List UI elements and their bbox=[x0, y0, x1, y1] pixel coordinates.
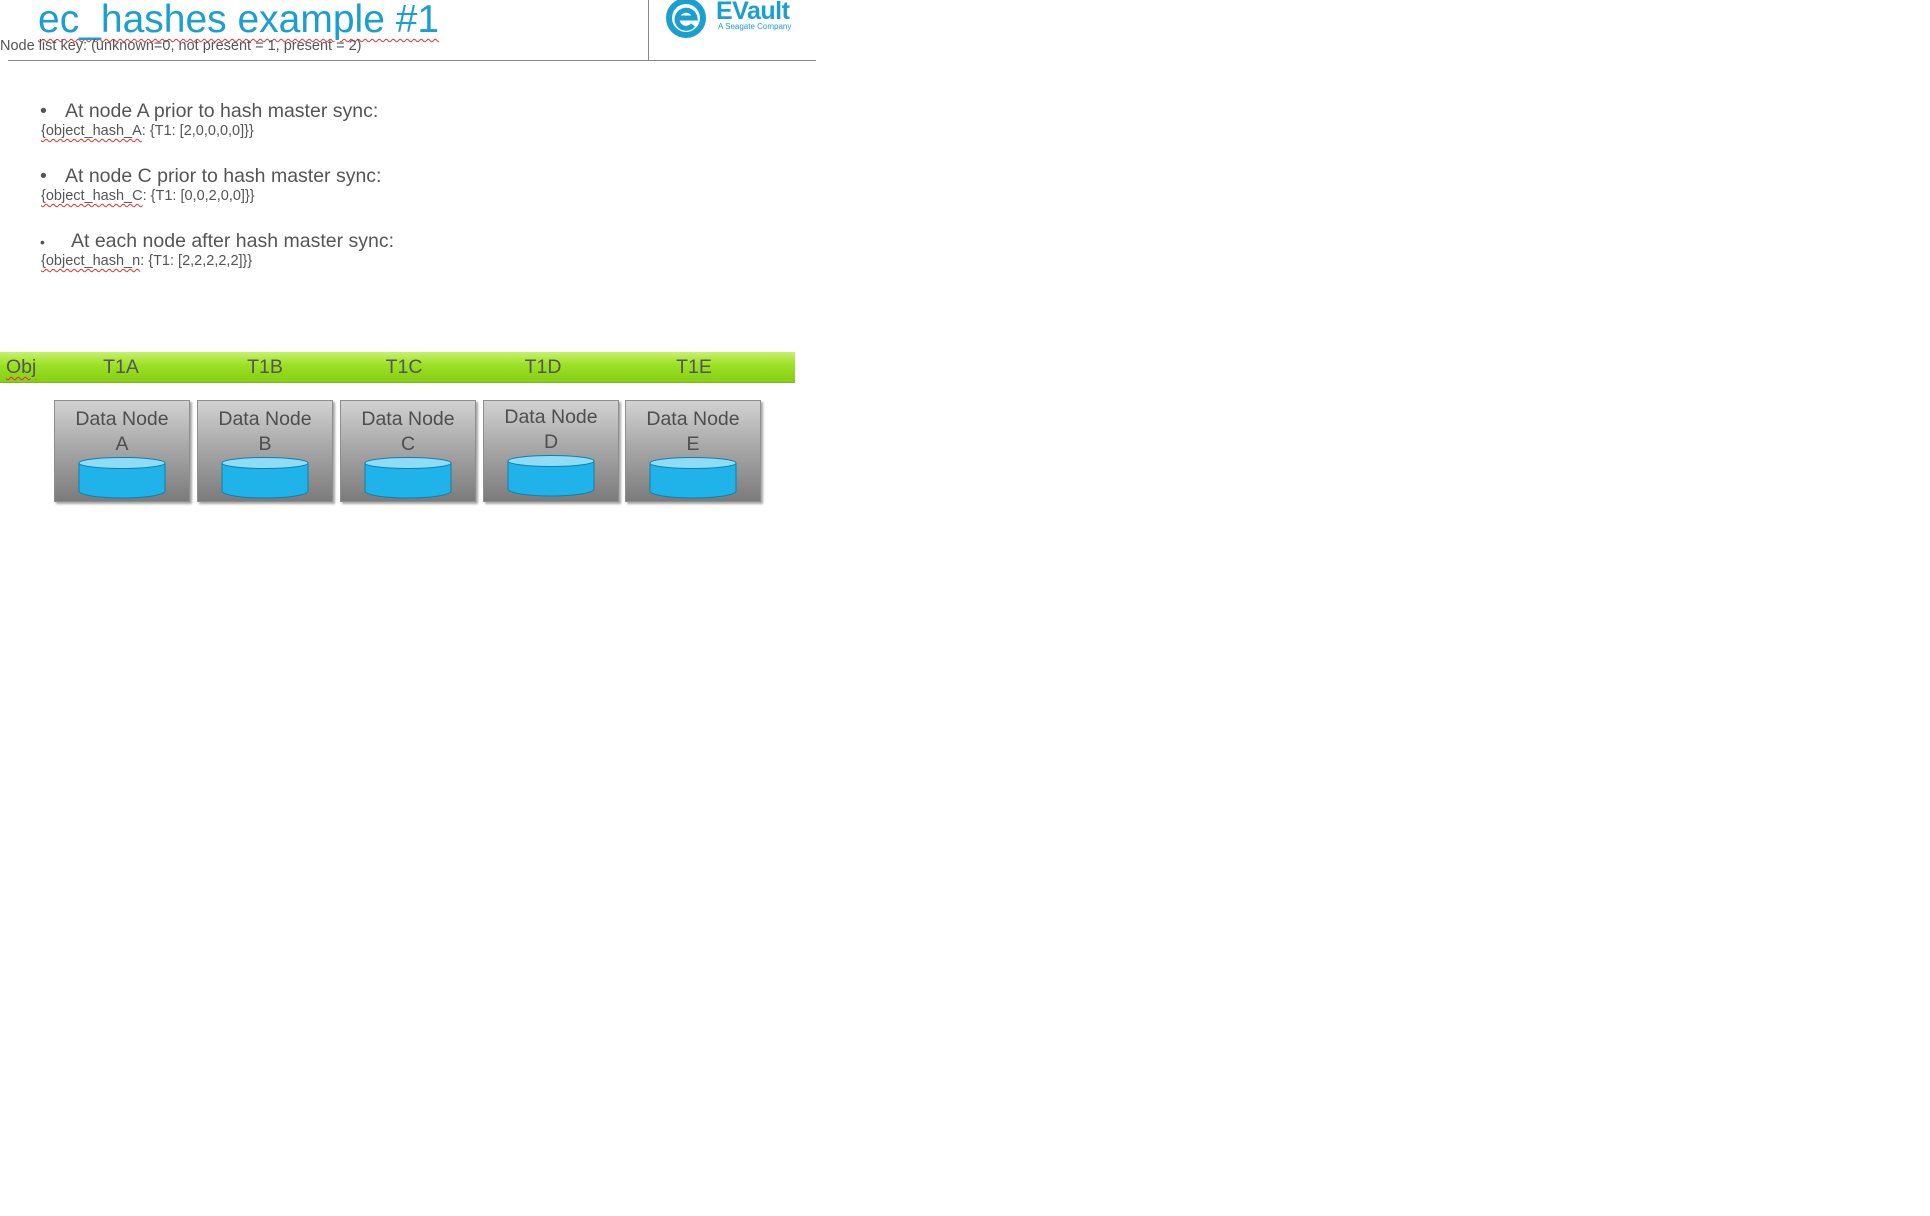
node-label: Data Node E bbox=[646, 408, 740, 455]
disk-icon bbox=[364, 457, 452, 499]
node-list-key: Node list key: (unknown=0, not present =… bbox=[0, 38, 362, 54]
node-label: Data Node D bbox=[504, 406, 598, 453]
bullet-text: At each node after hash master sync: bbox=[71, 230, 395, 252]
node-label: Data Node B bbox=[218, 408, 312, 455]
slide-title: ec_hashes example #1 bbox=[38, 0, 440, 41]
data-node-c: Data Node C bbox=[340, 400, 476, 502]
data-node-a: Data Node A bbox=[54, 400, 190, 502]
data-node-e: Data Node E bbox=[625, 400, 761, 502]
disk-icon bbox=[221, 457, 309, 499]
object-bar: Obj T1A T1B T1C T1D T1E bbox=[0, 352, 795, 383]
bullet-marker: • bbox=[40, 165, 47, 187]
object-label: Obj bbox=[6, 356, 37, 378]
disk-icon bbox=[507, 455, 595, 497]
hash-value: : {T1: [0,0,2,0,0]}} bbox=[142, 188, 255, 204]
disk-icon bbox=[649, 457, 737, 499]
hash-name: {object_hash_A bbox=[41, 123, 142, 139]
node-label: Data Node C bbox=[361, 408, 455, 455]
fragment-label-t1a: T1A bbox=[103, 356, 139, 378]
header-divider bbox=[648, 0, 649, 60]
hash-value: : {T1: [2,0,0,0,0]}} bbox=[141, 123, 254, 139]
fragment-label-t1d: T1D bbox=[524, 356, 562, 378]
evault-logo-icon bbox=[666, 0, 706, 38]
data-node-b: Data Node B bbox=[197, 400, 333, 502]
bullet-marker: • bbox=[40, 234, 45, 250]
disk-icon bbox=[78, 457, 166, 499]
logo-tagline: A Seagate Company bbox=[718, 22, 792, 31]
bullet-text: At node A prior to hash master sync: bbox=[65, 100, 379, 122]
hash-name: {object_hash_C bbox=[41, 188, 143, 204]
bullet-text: At node C prior to hash master sync: bbox=[65, 165, 382, 187]
hash-value: : {T1: [2,2,2,2,2]}} bbox=[140, 253, 253, 269]
hash-name: {object_hash_n bbox=[41, 253, 141, 269]
header-rule bbox=[8, 60, 816, 61]
logo-wordmark: EVault bbox=[716, 0, 790, 25]
fragment-label-t1c: T1C bbox=[385, 356, 423, 378]
fragment-label-t1b: T1B bbox=[247, 356, 283, 378]
bullet-marker: • bbox=[40, 100, 47, 122]
node-label: Data Node A bbox=[75, 408, 169, 455]
fragment-label-t1e: T1E bbox=[676, 356, 712, 378]
evault-logo: EVault A Seagate Company bbox=[664, 0, 804, 40]
data-node-d: Data Node D bbox=[483, 400, 619, 502]
